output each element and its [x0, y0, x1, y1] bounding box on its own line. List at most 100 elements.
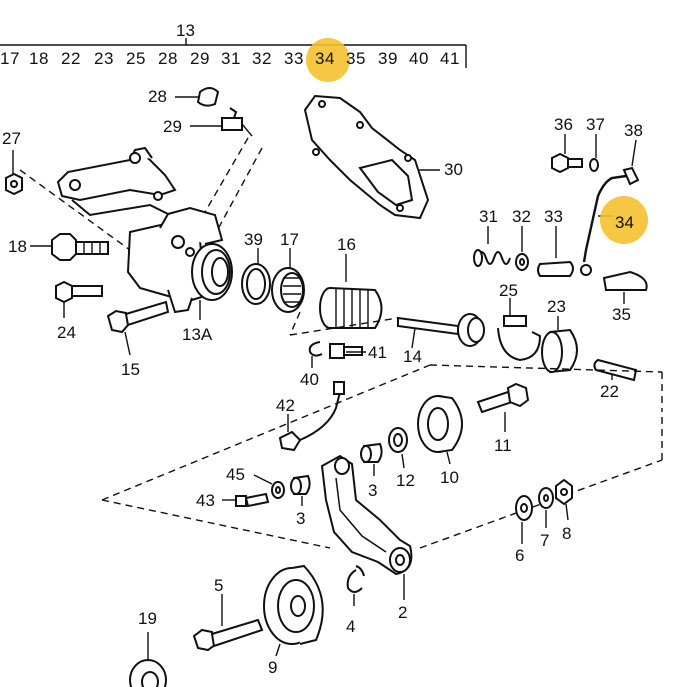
part-2-lever-arm [320, 454, 413, 600]
label-7: 7 [540, 531, 549, 550]
part-9-pulley [263, 564, 324, 657]
part-7-washer [538, 487, 554, 528]
part-8-nut [555, 478, 573, 521]
header-part-18: 18 [29, 49, 49, 68]
label-34: 34 [615, 213, 634, 232]
header-part-22: 22 [61, 49, 81, 68]
label-10: 10 [440, 468, 459, 487]
label-8: 8 [562, 524, 571, 543]
label-4: 4 [346, 617, 355, 636]
part-5-bolt [192, 594, 264, 652]
label-43: 43 [196, 491, 215, 510]
part-16-bellows [319, 254, 383, 329]
label-32: 32 [512, 207, 531, 226]
header-part-39: 39 [378, 49, 398, 68]
label-23: 23 [547, 297, 566, 316]
axis-line-16 [289, 317, 399, 336]
label-27: 27 [2, 129, 21, 148]
part-19-roller [129, 632, 167, 687]
label-24: 24 [57, 323, 76, 342]
part-10-pulley [417, 395, 463, 465]
label-9: 9 [268, 658, 277, 677]
label-45: 45 [226, 465, 245, 484]
part-38-clip [622, 139, 640, 186]
header-part-33: 33 [284, 49, 304, 68]
part-15-bolt [106, 300, 170, 356]
label-3-upper: 3 [368, 481, 377, 500]
label-38: 38 [624, 121, 643, 140]
label-14: 14 [403, 347, 422, 366]
part-32-washer [515, 226, 529, 271]
header-part-32: 32 [252, 49, 272, 68]
label-22: 22 [600, 382, 619, 401]
part-35-plug [602, 270, 648, 304]
label-40: 40 [300, 370, 319, 389]
dashed-frame-lower [101, 364, 663, 549]
label-6: 6 [515, 546, 524, 565]
header-part-17: 17 [0, 49, 20, 68]
label-15: 15 [121, 360, 140, 379]
label-5: 5 [214, 576, 223, 595]
label-18: 18 [8, 237, 27, 256]
part-12-washer [388, 427, 408, 469]
label-3-lower: 3 [296, 509, 305, 528]
label-2: 2 [398, 603, 407, 622]
header-part-28: 28 [158, 49, 178, 68]
label-42: 42 [276, 396, 295, 415]
part-37-washer [589, 134, 599, 172]
label-31: 31 [479, 207, 498, 226]
leader-29b [211, 147, 263, 241]
part-39-o-ring [241, 248, 271, 305]
highlight-marker-34 [600, 196, 648, 244]
part-11-bolt [476, 382, 530, 432]
label-13a: 13A [182, 325, 213, 344]
part-36-bolt [551, 134, 583, 174]
part-30-gasket [303, 94, 440, 220]
header-part-40: 40 [409, 49, 429, 68]
label-29: 29 [163, 117, 182, 136]
part-17-gear [271, 248, 305, 336]
header-part-25: 25 [126, 49, 146, 68]
label-39: 39 [244, 230, 263, 249]
label-12: 12 [396, 471, 415, 490]
header-part-35: 35 [346, 49, 366, 68]
header-highlight-marker [306, 38, 350, 82]
label-33: 33 [544, 207, 563, 226]
header-part-34: 34 [315, 49, 335, 68]
part-4-circlip [346, 565, 365, 606]
part-23-bushing [541, 316, 578, 374]
part-3-bushing-lower [290, 474, 311, 506]
header-part-29: 29 [190, 49, 210, 68]
part-13a-housing [126, 206, 233, 320]
group-number-label: 13 [176, 21, 195, 40]
label-17: 17 [280, 230, 299, 249]
part-27-nut [5, 150, 23, 196]
label-41: 41 [368, 343, 387, 362]
label-28: 28 [148, 87, 167, 106]
part-14-shaft [397, 313, 485, 349]
part-45-washer [253, 474, 285, 499]
part-31-spring [473, 226, 511, 267]
label-30: 30 [444, 160, 463, 179]
part-24-bolt [55, 280, 103, 318]
label-35: 35 [612, 305, 631, 324]
label-37: 37 [586, 115, 605, 134]
part-33-pin [537, 226, 574, 277]
part-29-grease-nipple [190, 107, 253, 137]
part-3-bushing-upper [360, 442, 383, 476]
part-42-sensor [278, 381, 345, 452]
label-25: 25 [499, 281, 518, 300]
part-41-bolt [329, 343, 366, 359]
header-part-23: 23 [94, 49, 114, 68]
part-40-clip [308, 341, 323, 368]
label-36: 36 [554, 115, 573, 134]
part-28-cap [175, 87, 220, 107]
part-43-bolt [222, 492, 270, 508]
header-part-41: 41 [440, 49, 460, 68]
part-18-bolt [30, 233, 109, 261]
label-16: 16 [337, 235, 356, 254]
part-6-washer [515, 495, 533, 544]
part-25-clamp [497, 298, 542, 362]
